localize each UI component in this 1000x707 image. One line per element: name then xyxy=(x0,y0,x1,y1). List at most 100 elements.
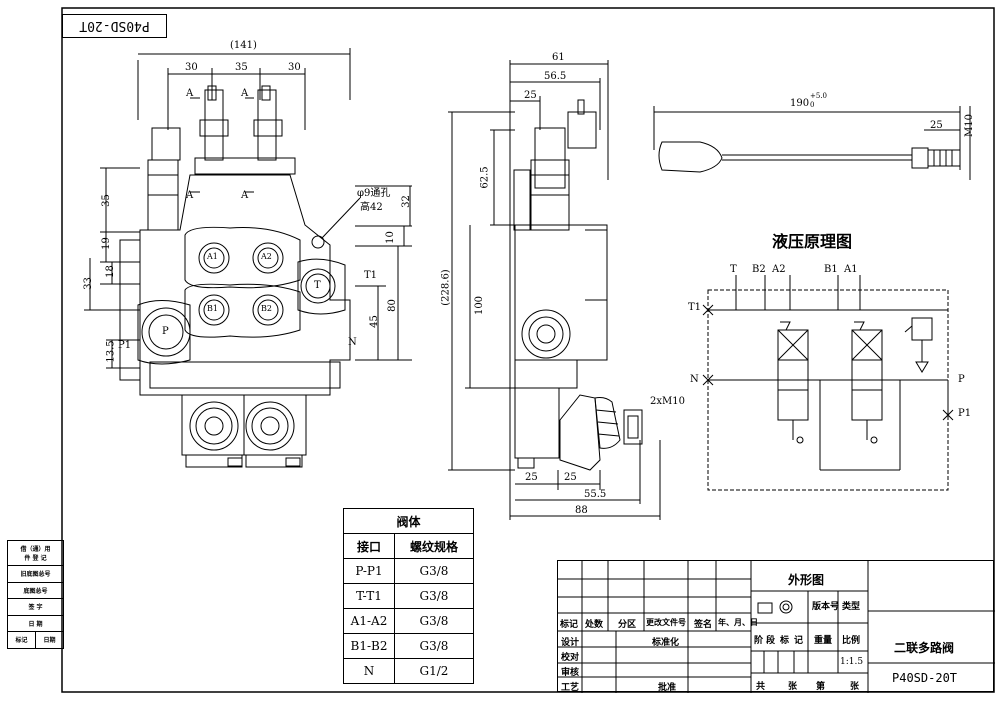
port-a2-label: A2 xyxy=(261,252,272,261)
dim-side-bottom-25a: 25 xyxy=(525,472,538,483)
sheets-label: 张 xyxy=(850,682,860,692)
dim-left-13-5: 13.5 xyxy=(105,340,117,363)
dim-side-228-6: (228.6) xyxy=(440,269,452,306)
front-view xyxy=(84,48,412,468)
stage-label: 段 xyxy=(766,636,776,646)
schematic-label-a2: A2 xyxy=(772,264,786,275)
schematic-label-b2: B2 xyxy=(752,264,766,275)
handle-view xyxy=(653,106,971,180)
schematic-label-t: T xyxy=(730,264,737,275)
registration-side-table: 借（通）用件 登 记 旧底图总号 底图总号 签 字 日 期 标记日期 xyxy=(7,540,64,649)
port-table-title: 阀体 xyxy=(343,508,474,534)
material-no-label: 版本号 xyxy=(812,602,840,612)
table-cell: P-P1 xyxy=(343,558,395,584)
dim-side-62-5: 62.5 xyxy=(479,166,491,189)
title-block-grid xyxy=(558,561,995,693)
side-table-label: 签 字 xyxy=(28,604,43,612)
dim-side-100: 100 xyxy=(474,295,486,316)
port-b2-label: B2 xyxy=(261,304,272,313)
rev-header: 处数 xyxy=(585,620,604,630)
handle-tol-upper: +5.0 xyxy=(810,92,827,100)
table-cell: G3/8 xyxy=(394,558,474,584)
side-table-label: 旧底图总号 xyxy=(20,571,51,579)
std-label: 标准化 xyxy=(652,638,680,648)
dim-left-35: 35 xyxy=(100,194,112,207)
dim-right-45: 45 xyxy=(368,315,380,328)
dim-left-18: 18 xyxy=(104,265,116,278)
dim-side-61: 61 xyxy=(552,52,565,63)
dim-spacing-3: 30 xyxy=(288,62,301,73)
section-mark: A xyxy=(241,88,249,99)
table-cell: N xyxy=(343,658,395,684)
section-mark: A xyxy=(186,190,194,201)
scale-label: 比例 xyxy=(842,636,861,646)
port-p-label: P xyxy=(162,326,169,337)
table-cell: T-T1 xyxy=(343,583,395,609)
table-cell: A1-A2 xyxy=(343,608,395,634)
dim-left-19: 19 xyxy=(100,237,112,250)
table-cell: G1/2 xyxy=(394,658,474,684)
side-table-row: 日 期 xyxy=(7,614,64,632)
rev-header: 更改文件号 xyxy=(646,618,686,627)
side-table-footer: 标记 xyxy=(7,631,36,649)
side-table-label: 借（通）用 xyxy=(20,546,51,553)
part-code: P40SD-20T xyxy=(892,671,958,685)
port-a1-label: A1 xyxy=(207,252,218,261)
port-b1-label: B1 xyxy=(207,304,218,313)
dim-spacing-1: 30 xyxy=(185,62,198,73)
rev-header: 签名 xyxy=(694,620,713,630)
dim-side-25: 25 xyxy=(524,90,537,101)
rev-header: 标记 xyxy=(560,620,579,630)
side-table-row: 旧底图总号 xyxy=(7,565,64,583)
section-mark: A xyxy=(241,190,249,201)
side-table-label: 日 期 xyxy=(28,620,43,628)
title-block: 外形图 版本号 类型 标记 处数 分区 更改文件号 签名 年、月、日 设计 校对… xyxy=(557,560,995,693)
side-view xyxy=(448,60,661,520)
hydraulic-schematic xyxy=(702,275,954,491)
port-p1-label: P1 xyxy=(118,340,132,351)
side-table-row: 借（通）用件 登 记 xyxy=(7,540,64,566)
table-cell: G3/8 xyxy=(394,633,474,659)
hole-note-height: 高42 xyxy=(360,202,383,213)
dim-right-80: 80 xyxy=(386,299,398,312)
stage-label: 记 xyxy=(794,636,804,646)
schematic-label-b1: B1 xyxy=(824,264,838,275)
handle-length: 190 xyxy=(790,98,810,109)
port-table-header-thread: 螺纹规格 xyxy=(394,533,474,559)
part-name: 二联多路阀 xyxy=(894,641,955,655)
dim-side-55-5: 55.5 xyxy=(584,489,607,500)
weight-label: 重量 xyxy=(814,636,833,646)
rev-header: 年、月、日 xyxy=(718,618,758,627)
handle-end-dim: 25 xyxy=(930,120,943,131)
hole-note-diameter: φ9通孔 xyxy=(357,188,391,199)
approve-label: 批准 xyxy=(658,683,677,693)
table-cell: G3/8 xyxy=(394,583,474,609)
schematic-label-a1: A1 xyxy=(844,264,858,275)
role-review: 审核 xyxy=(561,668,580,678)
side-table-label: 件 登 记 xyxy=(24,555,47,562)
rev-header: 分区 xyxy=(618,620,637,630)
port-t-label: T xyxy=(314,280,321,291)
side-table-label: 底图总号 xyxy=(23,587,48,595)
table-cell: G3/8 xyxy=(394,608,474,634)
sheets-label: 张 xyxy=(788,682,798,692)
side-table-row: 底图总号 xyxy=(7,581,64,599)
side-table-footer: 日期 xyxy=(35,631,64,649)
dim-right-10: 10 xyxy=(384,231,396,244)
dim-side-56-5: 56.5 xyxy=(544,71,567,82)
stage-label: 标 xyxy=(780,636,790,646)
scale-value: 1:1.5 xyxy=(840,657,864,667)
schematic-label-p: P xyxy=(958,374,965,385)
port-t1-label: T1 xyxy=(364,270,378,281)
section-mark: A xyxy=(186,88,194,99)
category-label: 类型 xyxy=(842,602,861,612)
sheets-label: 共 xyxy=(756,682,766,692)
dim-right-32: 32 xyxy=(400,195,412,208)
